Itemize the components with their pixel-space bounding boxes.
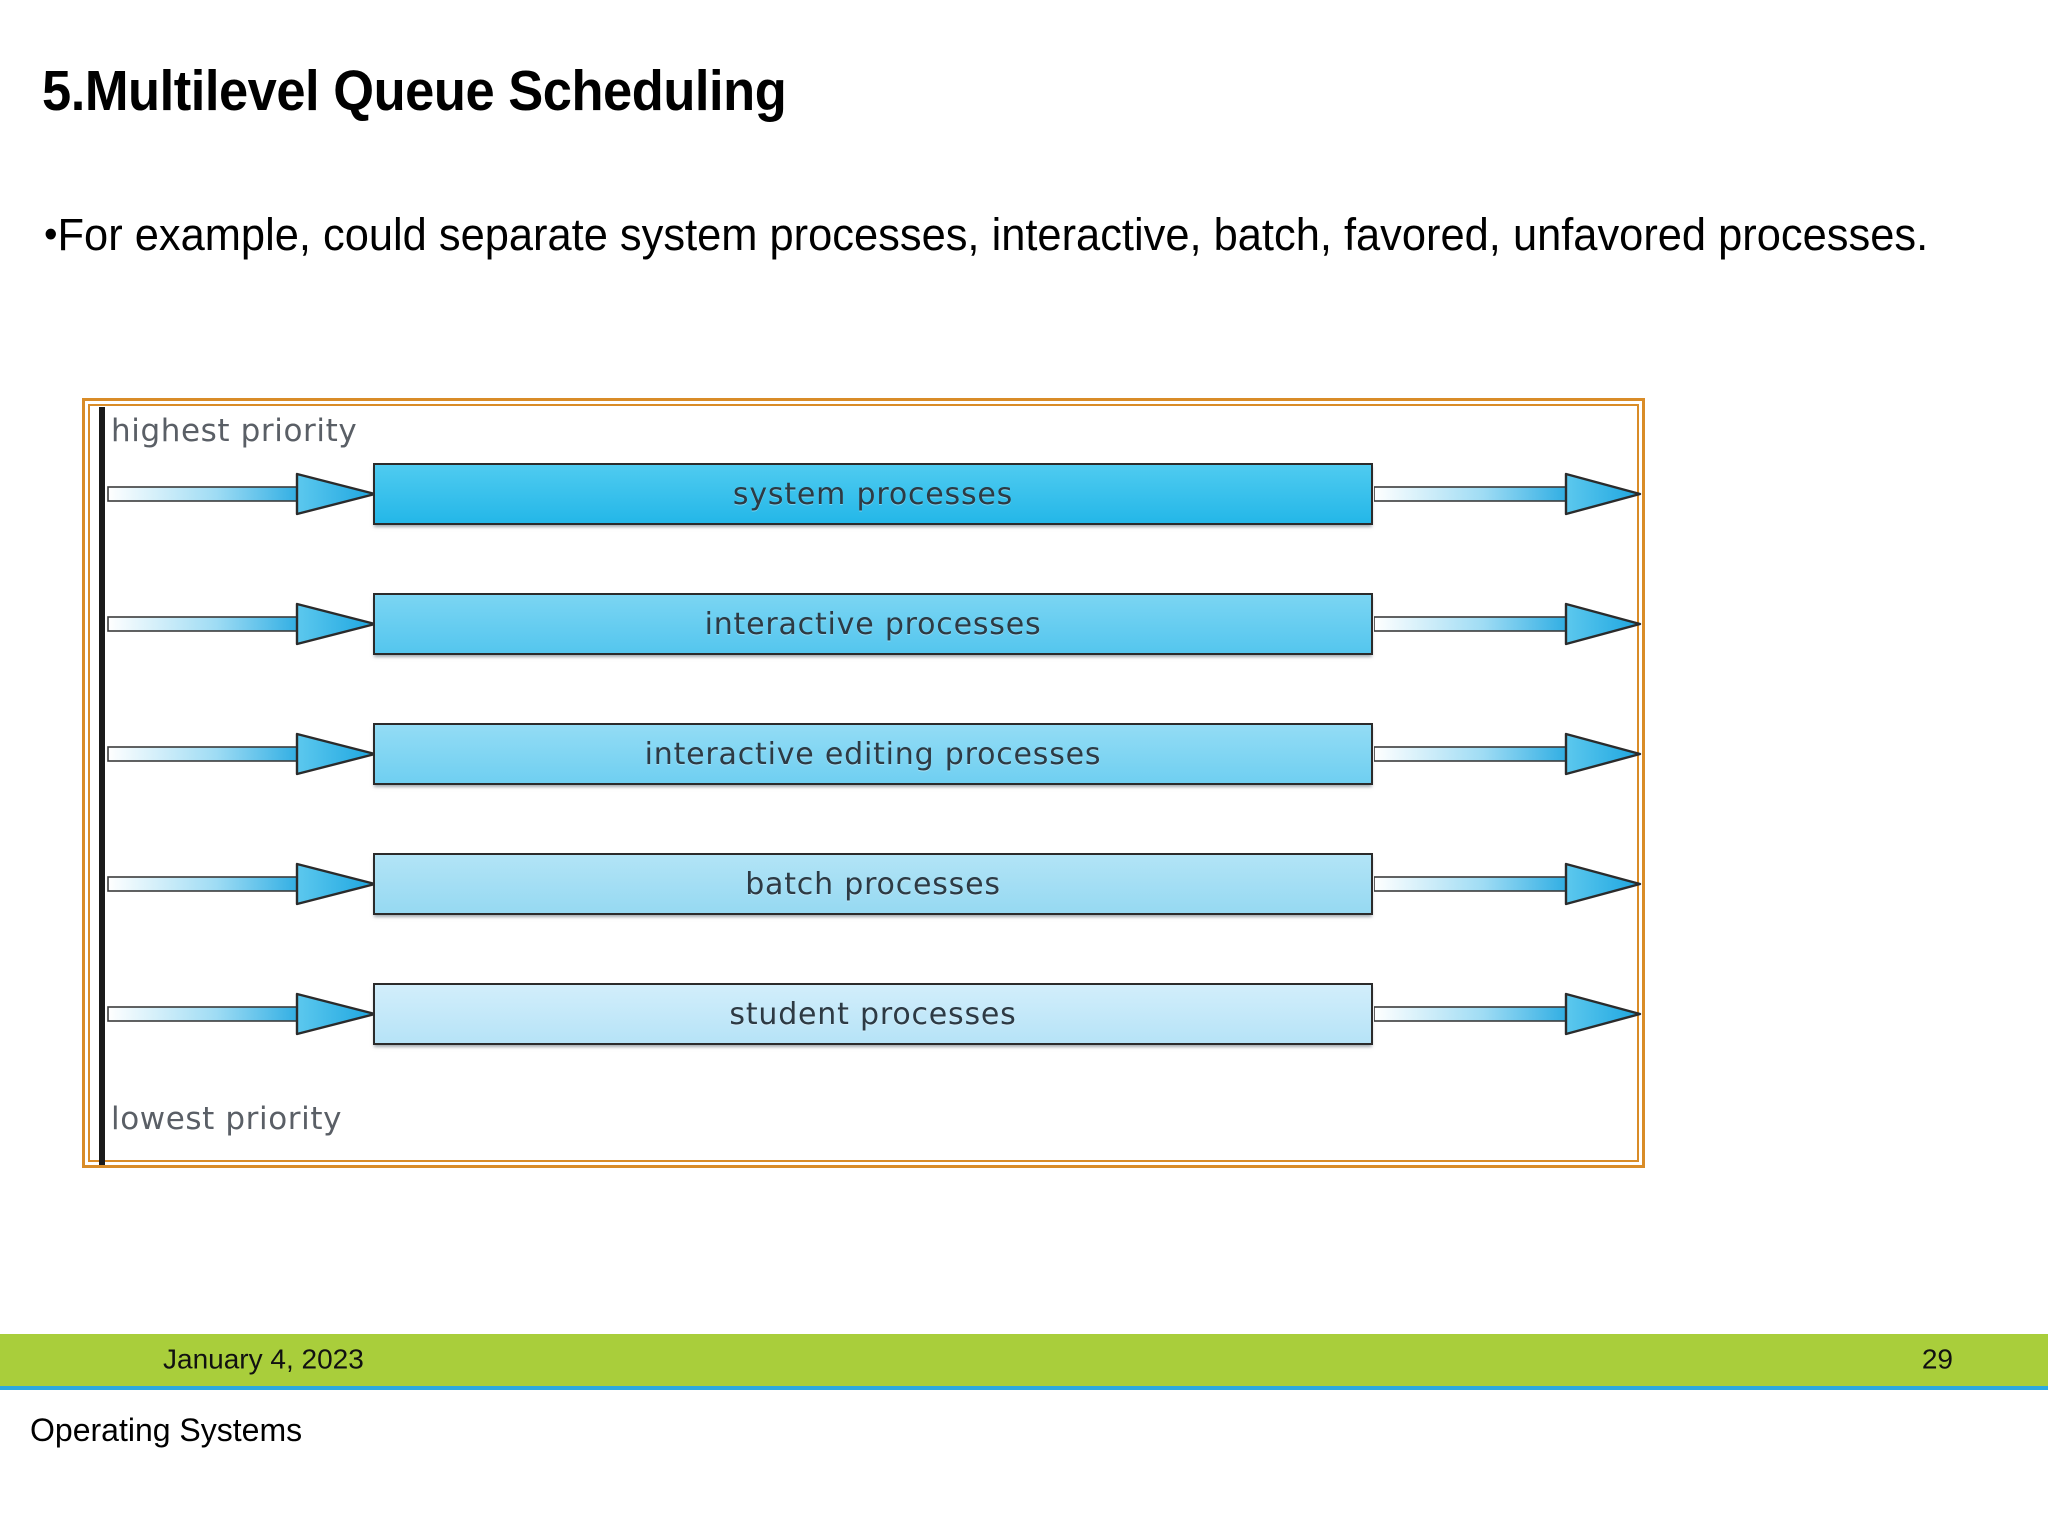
queue-row: batch processes [85,853,1642,915]
bullet-text: For example, could separate system proce… [57,209,1929,260]
bullet-marker-icon: • [44,212,58,257]
queue-entry-arrow-icon [107,728,377,780]
queue-exit-arrow-icon [1373,468,1642,520]
footer-subject: Operating Systems [30,1412,303,1448]
footer-date: January 4, 2023 [163,1343,364,1375]
multilevel-queue-diagram: highest priority lowest priority [82,398,1645,1168]
queue-exit-arrow-icon [1373,728,1642,780]
queue-row: interactive editing processes [85,723,1642,785]
queue-label: batch processes [745,866,1001,902]
queue-exit-arrow-icon [1373,988,1642,1040]
bullet-paragraph: •For example, could separate system proc… [44,209,1964,260]
queue-exit-arrow-icon [1373,858,1642,910]
highest-priority-label: highest priority [111,413,358,449]
footer-page-number: 29 [1921,1343,1953,1375]
page-title: 5.Multilevel Queue Scheduling [42,59,787,123]
queue-box[interactable]: batch processes [373,853,1373,915]
queue-label: system processes [732,476,1014,512]
footer-bar: January 4, 2023 29 [0,1334,2048,1390]
queue-label: student processes [729,996,1017,1032]
queue-exit-arrow-icon [1373,598,1642,650]
queue-row: interactive processes [85,593,1642,655]
queue-entry-arrow-icon [107,988,377,1040]
queue-row: system processes [85,463,1642,525]
queue-entry-arrow-icon [107,858,377,910]
queue-entry-arrow-icon [107,598,377,650]
priority-axis-line [99,407,105,1165]
queue-row: student processes [85,983,1642,1045]
queue-box[interactable]: system processes [373,463,1373,525]
lowest-priority-label: lowest priority [111,1101,343,1137]
queue-box[interactable]: interactive processes [373,593,1373,655]
queue-label: interactive editing processes [644,736,1102,772]
queue-entry-arrow-icon [107,468,377,520]
queue-label: interactive processes [704,606,1042,642]
queue-box[interactable]: student processes [373,983,1373,1045]
queue-box[interactable]: interactive editing processes [373,723,1373,785]
